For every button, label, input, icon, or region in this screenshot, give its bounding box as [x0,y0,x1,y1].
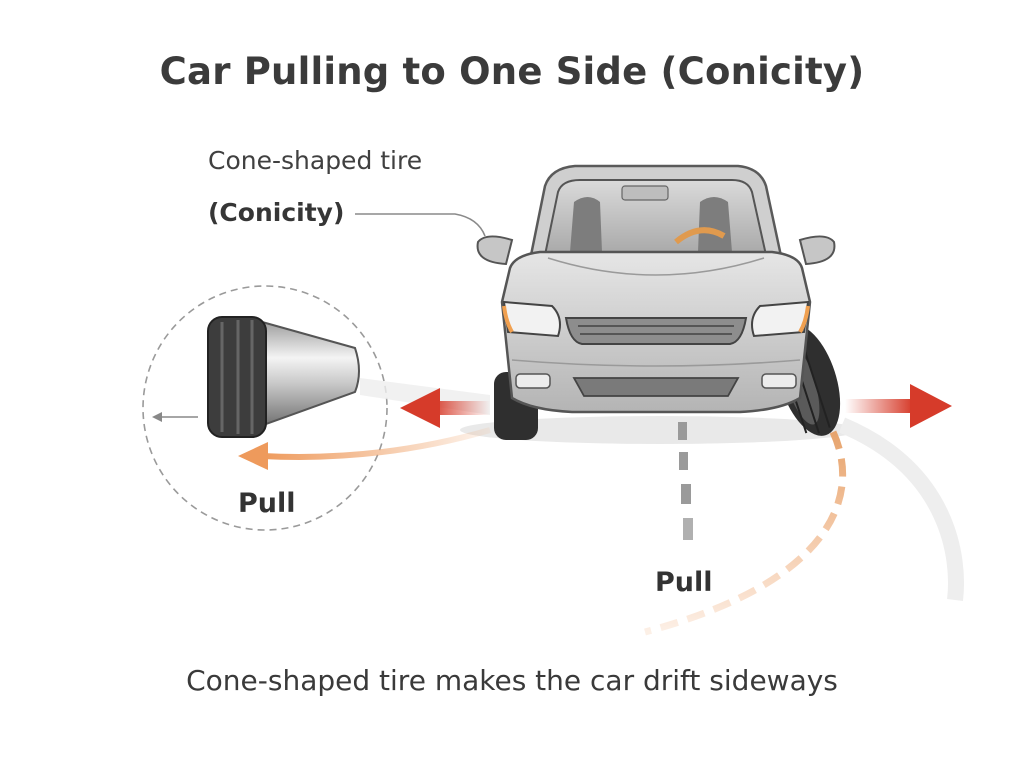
small-left-arrow-icon [152,412,198,422]
pull-label-right: Pull [655,567,713,598]
callout-term: (Conicity) [208,198,345,227]
callout-leader-line [355,213,486,237]
pull-label-left: Pull [238,488,296,519]
page-title: Car Pulling to One Side (Conicity) [159,50,865,93]
drift-path [644,417,965,636]
road-lane-markings [460,416,860,540]
cone-tire-icon [207,316,360,438]
red-arrow-left-icon [400,388,490,428]
callout-label: Cone-shaped tire [208,146,423,175]
orange-pull-arrow-icon [238,427,491,470]
car-icon [476,164,841,440]
caption: Cone-shaped tire makes the car drift sid… [186,664,838,697]
red-arrow-right-icon [845,384,952,428]
